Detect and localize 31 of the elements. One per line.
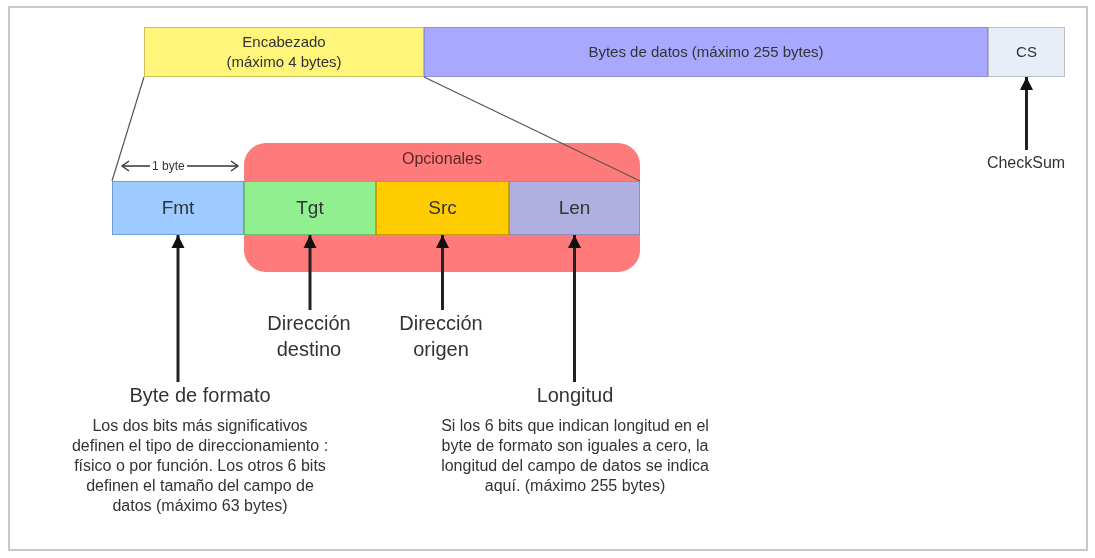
arrow	[303, 235, 317, 310]
header-field-box	[144, 27, 424, 77]
checksum-field-box	[988, 27, 1065, 77]
field-label: Tgt	[296, 198, 324, 218]
target-field-box	[244, 181, 376, 235]
arrow	[568, 235, 581, 382]
field-label: Bytes de datos (máximo 255 bytes)	[588, 42, 824, 62]
group-title: Opcionales	[400, 149, 483, 169]
arrow	[436, 235, 449, 310]
callout-label: Dirección origen	[398, 311, 484, 362]
length-field-box	[509, 181, 640, 235]
description-text: Si los 6 bits que indican longitud en el byte de formato son iguales a cero, la longitud del campo de datos se indica aquí. (máximo 255 bytes)	[440, 416, 710, 496]
format-field-box	[112, 181, 244, 235]
field-label: Src	[428, 198, 457, 218]
optional-group-band	[244, 143, 640, 272]
arrow	[1020, 77, 1033, 150]
callout-heading: Longitud	[535, 383, 615, 408]
callout-heading: Byte de formato	[128, 383, 272, 408]
field-label: Fmt	[161, 198, 195, 218]
source-field-box	[376, 181, 509, 235]
description-text: Los dos bits más significativos definen el tipo de direccionamiento : físico o por función. Los otros 6 bits definen el tamaño del campo de datos (máximo 63 bytes)	[70, 416, 330, 516]
data-field-box	[424, 27, 988, 77]
callout-label: CheckSum	[985, 153, 1067, 173]
dimension-label: 1 byte	[150, 159, 187, 173]
field-label: Encabezado (máximo 4 bytes)	[225, 32, 343, 72]
connector-line	[423, 76, 641, 182]
field-label: Len	[558, 198, 591, 218]
connector-line	[111, 76, 145, 182]
callout-label: Dirección destino	[266, 311, 352, 362]
arrow	[171, 235, 185, 382]
field-label: CS	[1016, 42, 1037, 62]
